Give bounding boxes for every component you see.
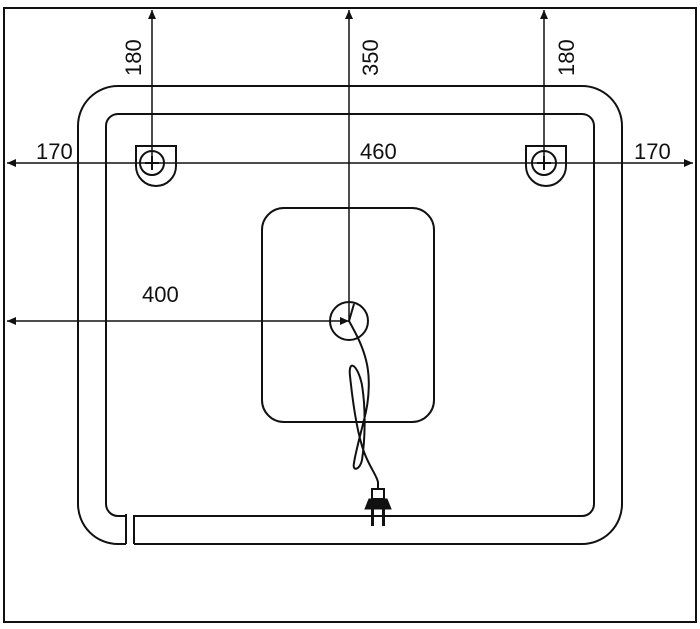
total-width-label: 460 xyxy=(360,139,397,164)
outlet-offset-label: 400 xyxy=(142,282,179,307)
right-margin-label: 170 xyxy=(634,139,671,164)
mirror-inner-outline-left xyxy=(105,113,127,517)
right-hook-height-label: 180 xyxy=(554,39,579,76)
left-margin-label: 170 xyxy=(36,139,73,164)
center-height-label: 350 xyxy=(358,39,383,76)
plug-icon xyxy=(364,488,392,526)
mirror-inner-outline xyxy=(118,113,595,544)
mirror-outer-outline xyxy=(77,85,623,545)
back-panel xyxy=(261,207,435,423)
left-hook-height-label: 180 xyxy=(121,39,146,76)
power-cable xyxy=(348,320,379,490)
